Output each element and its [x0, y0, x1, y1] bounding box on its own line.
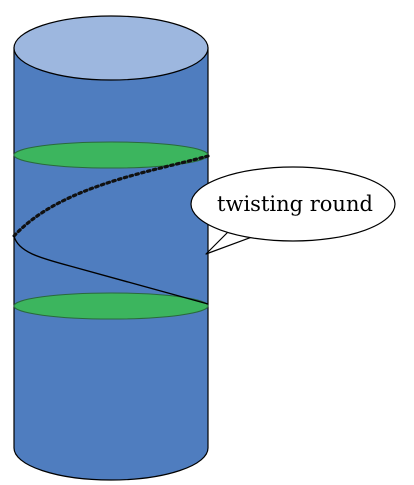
- cylinder-top: [13, 15, 209, 81]
- callout-bubble: twisting round: [190, 166, 396, 255]
- callout-text: twisting round: [217, 192, 373, 216]
- cylinder-body: [13, 47, 209, 481]
- twist-back-dotted-curve: [12, 154, 210, 238]
- callout-ellipse: [190, 166, 396, 242]
- twist-front-solid-line: [13, 235, 209, 305]
- lower-green-ring: [13, 292, 209, 320]
